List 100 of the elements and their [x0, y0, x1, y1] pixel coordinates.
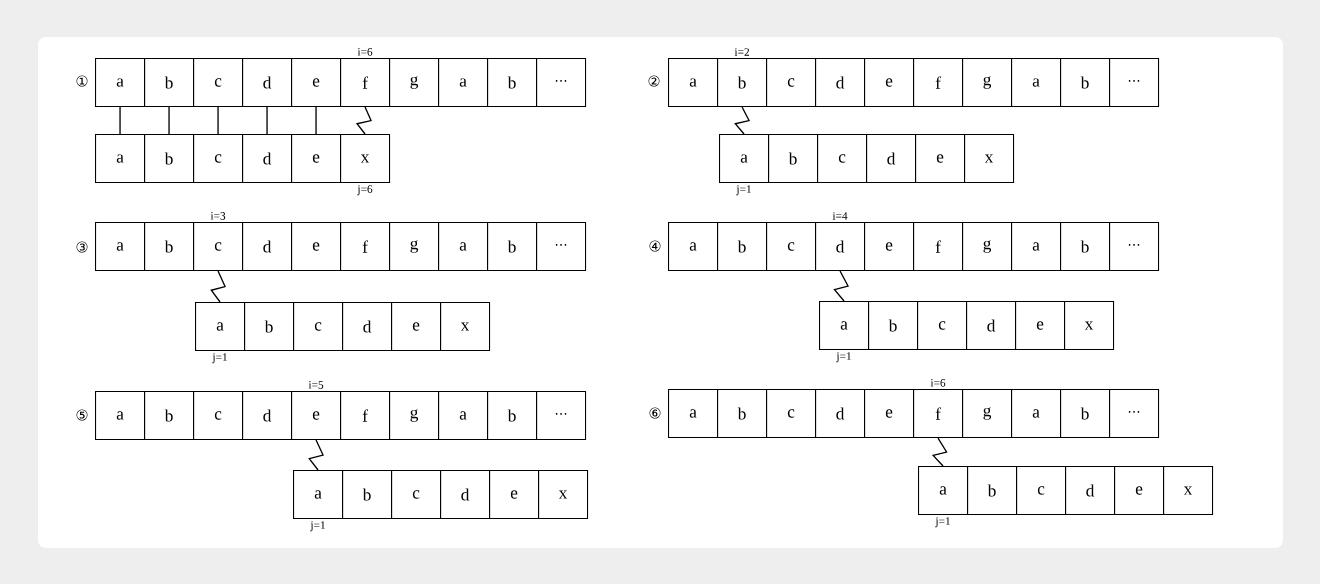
mismatch-mark — [833, 270, 850, 302]
letter-cell: b — [144, 58, 195, 108]
match-line — [315, 106, 317, 135]
letter-cell: a — [195, 302, 246, 352]
letter-cell: c — [766, 58, 817, 108]
mismatch-mark — [931, 437, 948, 467]
letter-cell: b — [144, 222, 195, 272]
letter-cell: a — [918, 466, 969, 516]
letter-cell: d — [815, 389, 866, 439]
letter-cell: e — [291, 391, 342, 441]
letter-cell: d — [866, 134, 917, 184]
letter-cell: b — [144, 391, 195, 441]
letter-cell: d — [242, 391, 293, 441]
letter-cell: b — [1060, 222, 1111, 272]
match-line — [217, 106, 219, 135]
letter-cell: d — [440, 470, 491, 520]
letter-cell: c — [193, 134, 244, 184]
letter-cell: a — [95, 58, 146, 108]
letter-cell: e — [291, 134, 342, 184]
letter-cell: a — [1011, 389, 1062, 439]
letter-cell: e — [291, 222, 342, 272]
letter-cell: b — [1060, 58, 1111, 108]
letter-cell: a — [95, 391, 146, 441]
letter-cell: a — [95, 222, 146, 272]
letter-cell: x — [340, 134, 391, 184]
letter-cell: e — [915, 134, 966, 184]
letter-cell: a — [668, 389, 719, 439]
letter-cell: g — [389, 391, 440, 441]
letter-cell: a — [819, 301, 870, 351]
index-label: i=3 — [210, 212, 226, 220]
letter-cell: b — [717, 222, 768, 272]
letter-cell: c — [1016, 466, 1067, 516]
match-line — [119, 106, 121, 135]
letter-cell: g — [962, 222, 1013, 272]
letter-cell: a — [438, 391, 489, 441]
letter-cell: b — [717, 58, 768, 108]
index-label: j=1 — [836, 352, 851, 363]
letter-cell: b — [487, 58, 538, 108]
letter-cell: b — [717, 389, 768, 439]
index-label: i=4 — [832, 212, 848, 220]
letter-cell: g — [962, 58, 1013, 108]
letter-cell: d — [966, 301, 1017, 351]
letter-cell: a — [438, 222, 489, 272]
letter-cell: e — [864, 389, 915, 439]
letter-cell: x — [1064, 301, 1115, 351]
letter-cell: d — [815, 58, 866, 108]
mismatch-mark — [210, 270, 226, 303]
index-label: j=1 — [310, 521, 325, 532]
letter-cell: b — [868, 301, 919, 351]
letter-cell: c — [766, 222, 817, 272]
letter-cell: a — [1011, 58, 1062, 108]
letter-cell: b — [768, 134, 819, 184]
letter-cell: c — [293, 302, 344, 352]
letter-cell: e — [391, 302, 442, 352]
letter-cell: b — [967, 466, 1018, 516]
letter-cell: g — [962, 389, 1013, 439]
letter-cell: d — [242, 134, 293, 184]
letter-cell: a — [668, 222, 719, 272]
letter-cell: f — [340, 58, 391, 108]
letter-cell: f — [913, 389, 964, 439]
letter-cell: ⋯ — [536, 58, 587, 108]
letter-cell: c — [817, 134, 868, 184]
match-line — [168, 106, 170, 135]
letter-cell: b — [1060, 389, 1111, 439]
letter-cell: c — [766, 389, 817, 439]
letter-cell: f — [340, 391, 391, 441]
letter-cell: f — [340, 222, 391, 272]
letter-cell: x — [1163, 466, 1214, 516]
letter-cell: ⋯ — [1109, 222, 1160, 272]
index-label: j=6 — [357, 185, 373, 196]
letter-cell: g — [389, 58, 440, 108]
letter-cell: c — [391, 470, 442, 520]
letter-cell: ⋯ — [1109, 389, 1160, 439]
letter-cell: d — [815, 222, 866, 272]
index-label: i=5 — [308, 381, 324, 389]
letter-cell: c — [193, 58, 244, 108]
letter-cell: ⋯ — [1109, 58, 1160, 108]
mismatch-mark — [734, 106, 751, 135]
index-label: i=2 — [734, 48, 749, 56]
index-label: j=1 — [736, 185, 751, 196]
letter-cell: b — [144, 134, 195, 184]
letter-cell: e — [864, 58, 915, 108]
letter-cell: g — [389, 222, 440, 272]
letter-cell: ⋯ — [536, 222, 587, 272]
letter-cell: a — [95, 134, 146, 184]
letter-cell: d — [342, 302, 393, 352]
letter-cell: c — [193, 391, 244, 441]
letter-cell: f — [913, 222, 964, 272]
letter-cell: a — [438, 58, 489, 108]
letter-cell: a — [1011, 222, 1062, 272]
index-label: i=6 — [357, 48, 373, 56]
match-line — [266, 106, 268, 135]
letter-cell: f — [913, 58, 964, 108]
letter-cell: a — [719, 134, 770, 184]
letter-cell: x — [440, 302, 491, 352]
letter-cell: b — [487, 222, 538, 272]
letter-cell: e — [864, 222, 915, 272]
letter-cell: b — [487, 391, 538, 441]
letter-cell: c — [917, 301, 968, 351]
letter-cell: d — [1065, 466, 1116, 516]
